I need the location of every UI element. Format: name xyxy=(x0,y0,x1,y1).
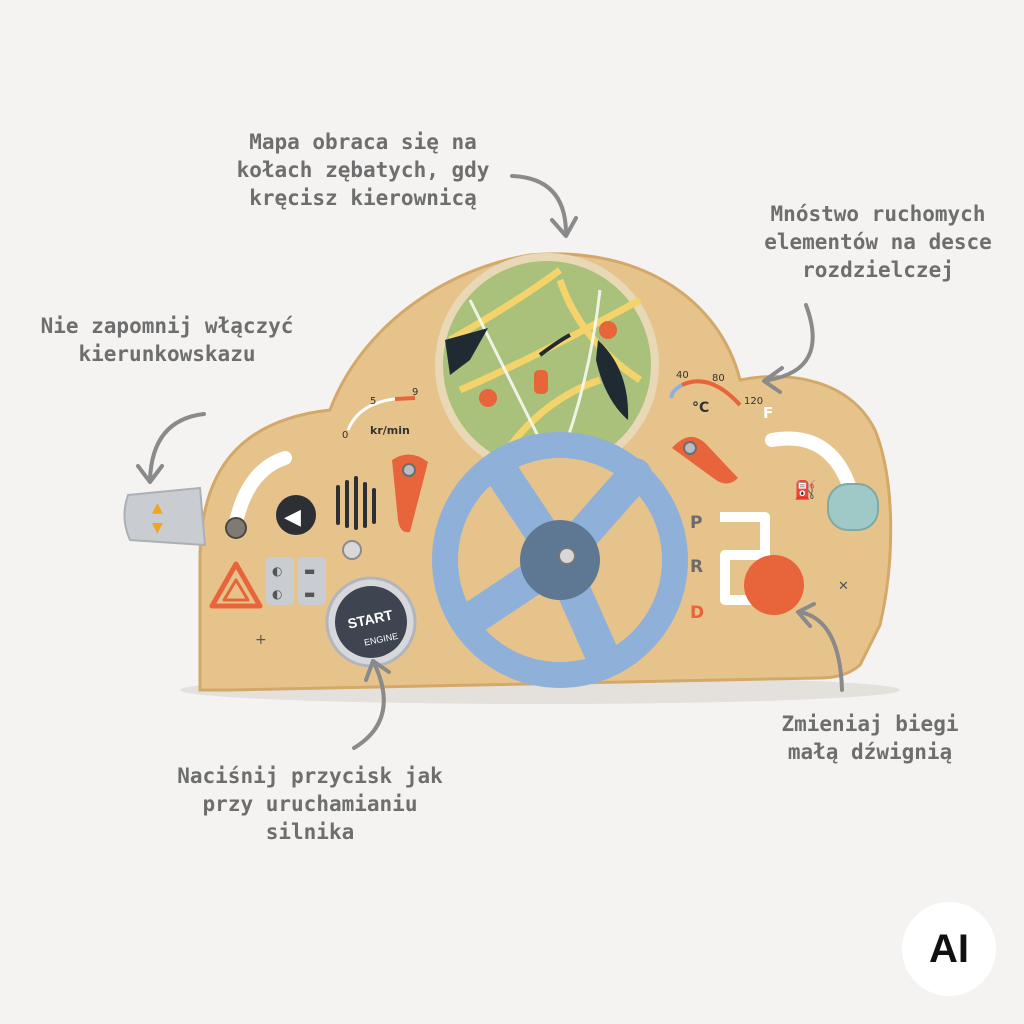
rpm-tick-9: 9 xyxy=(412,387,418,398)
arrow-to-gear xyxy=(798,610,844,692)
rotating-map[interactable] xyxy=(435,253,659,477)
arrow-head xyxy=(136,464,164,484)
caption-turn-signal: Nie zapomnij włączyć kierunkowskazu xyxy=(40,314,294,366)
ai-badge: AI xyxy=(902,902,996,996)
arrow-down-icon: ▼ xyxy=(152,520,163,536)
arrow-to-dashboard xyxy=(766,303,815,382)
start-engine-button[interactable]: START ENGINE xyxy=(325,576,417,668)
car-icon: ▬ xyxy=(304,587,315,601)
fuel-knob[interactable] xyxy=(827,483,879,531)
rpm-tick-0: 0 xyxy=(342,430,348,441)
temp-needle-lever[interactable] xyxy=(672,436,738,484)
gear-d: D xyxy=(690,603,704,623)
direction-button[interactable] xyxy=(276,495,316,535)
arrow-to-start xyxy=(352,663,386,750)
arrow-to-blinker xyxy=(148,412,206,482)
fog-light-switch[interactable] xyxy=(298,557,326,605)
arrow-left-icon: ◀ xyxy=(284,505,301,530)
turn-signal-lever[interactable]: ▲ ▼ xyxy=(123,486,207,547)
arrow-to-map xyxy=(510,174,568,234)
location-pin-icon xyxy=(599,321,617,339)
arrow-head xyxy=(796,602,816,628)
temp-tick-80: 80 xyxy=(712,373,725,384)
hazard-button[interactable] xyxy=(209,561,263,609)
temp-tick-40: 40 xyxy=(676,370,689,381)
caption-map: Mapa obraca się na kołach zębatych, gdy … xyxy=(236,130,490,210)
car-icon: ▬ xyxy=(304,564,315,578)
rpm-label: kr/min xyxy=(370,424,410,437)
lake-shape xyxy=(596,340,629,420)
gear-p: P xyxy=(690,513,702,533)
fuel-slot xyxy=(765,431,857,495)
temp-gauge-arc xyxy=(681,379,742,407)
caption-gear-lever: Zmieniaj biegi małą dźwignią xyxy=(781,712,959,764)
arrow-head xyxy=(550,216,578,238)
location-pin-icon xyxy=(479,389,497,407)
lowbeam-icon: ◐ xyxy=(272,587,282,601)
rpm-redline xyxy=(394,396,416,401)
speaker-grille xyxy=(336,476,376,530)
arrow-head xyxy=(364,659,391,682)
blinker-slot xyxy=(229,451,292,529)
temp-unit: °C xyxy=(692,400,709,416)
steering-wheel[interactable] xyxy=(432,426,688,688)
rpm-tick-5: 5 xyxy=(370,396,376,407)
toy-car-icon xyxy=(534,370,548,394)
gear-knob[interactable] xyxy=(744,555,804,615)
lake-shape xyxy=(445,328,488,375)
screw-icon: ✕ xyxy=(838,579,849,594)
arrow-up-icon: ▲ xyxy=(152,500,163,516)
caption-moving-parts: Mnóstwo ruchomych elementów na desce roz… xyxy=(764,202,992,282)
caption-start-button: Naciśnij przycisk jak przy uruchamianiu … xyxy=(177,764,443,844)
fuel-full-letter: F xyxy=(763,404,773,422)
blinker-knob[interactable] xyxy=(225,517,247,539)
screw-icon: + xyxy=(255,632,267,648)
temp-tick-120: 120 xyxy=(744,396,763,407)
headlight-switch[interactable] xyxy=(266,557,294,605)
headlight-icon: ◐ xyxy=(272,564,282,578)
fuel-pump-icon: ⛽ xyxy=(794,479,816,501)
gear-shift-track xyxy=(720,512,770,605)
arrow-head xyxy=(762,366,784,394)
small-metal-button[interactable] xyxy=(342,540,362,560)
gear-r: R xyxy=(690,557,703,577)
rpm-needle-lever[interactable] xyxy=(392,454,428,533)
